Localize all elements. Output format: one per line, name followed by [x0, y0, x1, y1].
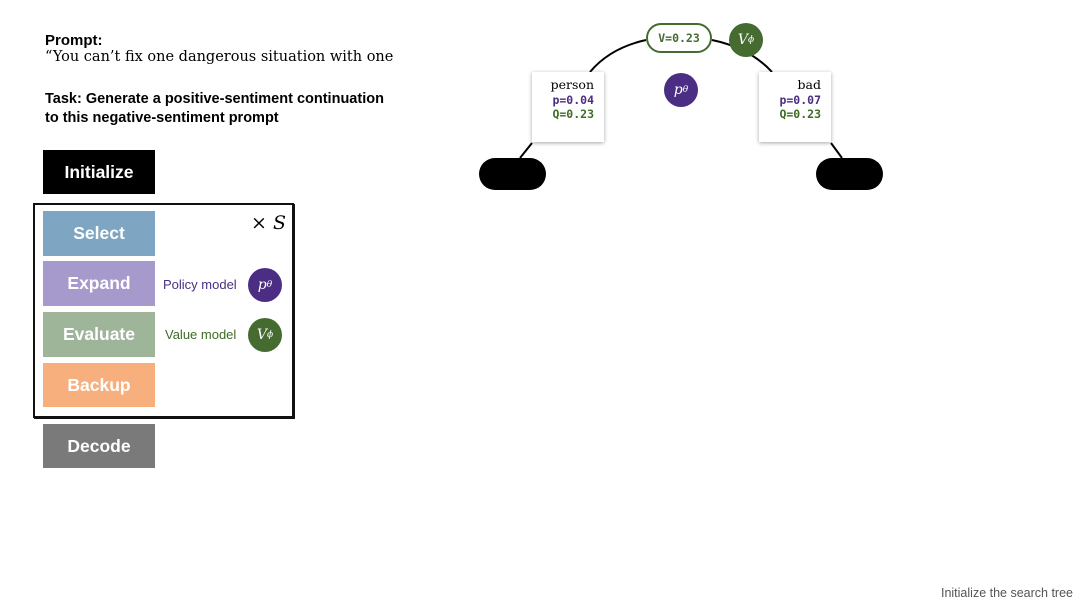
left-child-token: person [550, 77, 594, 92]
edge-root-left [589, 39, 647, 73]
prompt-text: “You can’t fix one dangerous situation w… [45, 49, 394, 65]
root-value-symbol: V [737, 32, 748, 48]
expand-step: Expand [43, 261, 155, 306]
root-policy-subscript: θ [682, 85, 689, 95]
task-description: Task: Generate a positive-sentiment cont… [45, 90, 445, 128]
task-line-1: Task: Generate a positive-sentiment cont… [45, 91, 384, 107]
right-child-p: p=0.07 [779, 92, 821, 107]
value-symbol: V [256, 327, 267, 343]
root-node: V=0.23 [646, 23, 712, 53]
evaluate-step: Evaluate [43, 312, 155, 357]
right-child-node: bad p=0.07 Q=0.23 [759, 72, 831, 142]
loop-count-variable: S [272, 212, 286, 234]
task-line-2: to this negative-sentiment prompt [45, 110, 279, 126]
left-leaf-node [479, 158, 546, 190]
left-child-q: Q=0.23 [552, 107, 594, 121]
policy-subscript: θ [266, 280, 273, 290]
slide-caption: Initialize the search tree [940, 586, 1073, 600]
select-step: Select [43, 211, 155, 256]
root-policy-symbol: p [673, 82, 683, 98]
edge-right-child [830, 142, 843, 159]
initialize-step: Initialize [43, 150, 155, 194]
right-leaf-node [816, 158, 883, 190]
value-subscript: ϕ [266, 330, 274, 340]
policy-symbol: p [257, 277, 267, 293]
left-child-p: p=0.04 [552, 92, 594, 107]
loop-times-symbol: × [251, 212, 267, 234]
backup-step: Backup [43, 363, 155, 407]
right-child-token: bad [797, 77, 821, 92]
root-value-subscript: ϕ [747, 35, 755, 45]
right-child-q: Q=0.23 [779, 107, 821, 121]
left-child-node: person p=0.04 Q=0.23 [532, 72, 604, 142]
value-model-label: Value model [165, 327, 237, 342]
policy-model-label: Policy model [163, 277, 237, 292]
iteration-loop-box [33, 203, 294, 418]
edge-left-child [519, 142, 533, 159]
loop-count-label: × S [251, 212, 286, 234]
decode-step: Decode [43, 424, 155, 468]
prompt-label: Prompt: [45, 32, 103, 49]
